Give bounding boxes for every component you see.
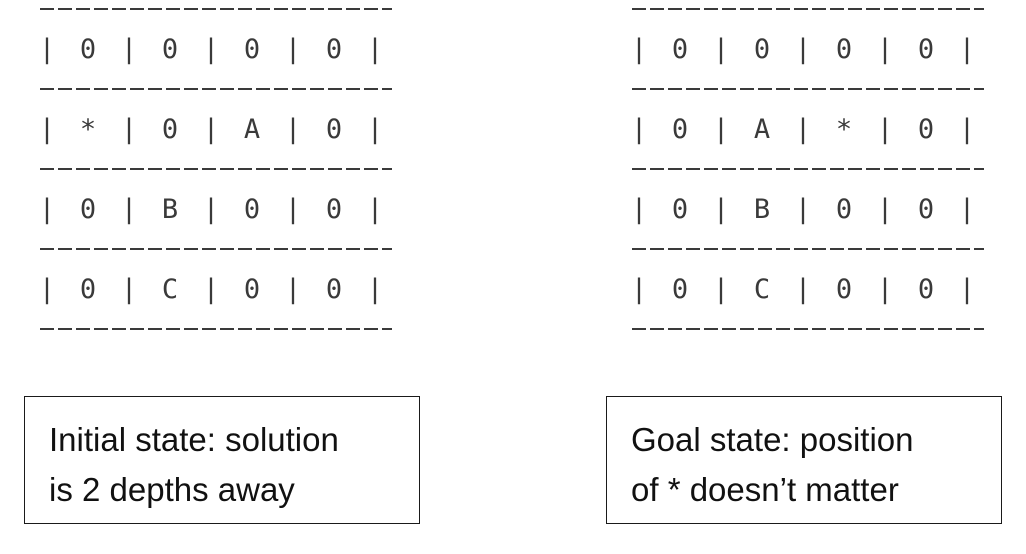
grid-cell: 0 bbox=[243, 33, 261, 65]
grid-row: | 0 | 0 | 0 | 0 | bbox=[36, 10, 396, 88]
grid-cell: 0 bbox=[79, 33, 97, 65]
grid-row: | 0 | B | 0 | 0 | bbox=[36, 170, 396, 248]
grid-cell: 0 bbox=[917, 193, 935, 225]
grid-cell: 0 bbox=[325, 33, 343, 65]
goal-state-caption-line-2: of * doesn’t matter bbox=[631, 471, 899, 508]
grid-row: | 0 | B | 0 | 0 | bbox=[628, 170, 988, 248]
initial-state-caption-line-1: Initial state: solution bbox=[49, 421, 339, 458]
grid-divider-line bbox=[40, 328, 392, 330]
initial-state-caption-line-2: is 2 depths away bbox=[49, 471, 295, 508]
grid-cell: 0 bbox=[161, 113, 179, 145]
cell-separator: | bbox=[794, 273, 812, 305]
grid-cell: C bbox=[161, 273, 179, 305]
grid-cell: 0 bbox=[243, 273, 261, 305]
cell-separator: | bbox=[712, 113, 730, 145]
cell-separator: | bbox=[876, 193, 894, 225]
grid-cell: 0 bbox=[753, 33, 771, 65]
cell-separator: | bbox=[958, 113, 976, 145]
cell-separator: | bbox=[38, 193, 56, 225]
cell-separator: | bbox=[712, 273, 730, 305]
cell-separator: | bbox=[284, 113, 302, 145]
cell-separator: | bbox=[366, 33, 384, 65]
cell-separator: | bbox=[876, 113, 894, 145]
cell-separator: | bbox=[202, 193, 220, 225]
grid-divider-line bbox=[632, 328, 984, 330]
goal-state-caption-line-1: Goal state: position bbox=[631, 421, 914, 458]
goal-state-grid: | 0 | 0 | 0 | 0 | | 0 | A | * | 0 | | 0 | B | 0 | 0 | | 0 | C | 0 | 0 | bbox=[628, 8, 988, 330]
cell-separator: | bbox=[630, 33, 648, 65]
grid-cell: * bbox=[835, 113, 853, 145]
grid-cell: 0 bbox=[325, 273, 343, 305]
grid-cell: A bbox=[243, 113, 261, 145]
cell-separator: | bbox=[120, 113, 138, 145]
cell-separator: | bbox=[120, 273, 138, 305]
grid-cell: 0 bbox=[835, 33, 853, 65]
cell-separator: | bbox=[794, 33, 812, 65]
cell-separator: | bbox=[366, 273, 384, 305]
cell-separator: | bbox=[38, 33, 56, 65]
cell-separator: | bbox=[284, 273, 302, 305]
cell-separator: | bbox=[120, 33, 138, 65]
grid-divider-line bbox=[632, 168, 984, 170]
grid-cell: 0 bbox=[917, 273, 935, 305]
grid-cell: 0 bbox=[671, 113, 689, 145]
cell-separator: | bbox=[284, 33, 302, 65]
goal-state-caption-box: Goal state: position of * doesn’t matter bbox=[606, 396, 1002, 524]
grid-row: | 0 | A | * | 0 | bbox=[628, 90, 988, 168]
grid-cell: C bbox=[753, 273, 771, 305]
cell-separator: | bbox=[958, 33, 976, 65]
cell-separator: | bbox=[958, 193, 976, 225]
initial-state-grid: | 0 | 0 | 0 | 0 | | * | 0 | A | 0 | | 0 | B | 0 | 0 | | 0 | C | 0 | 0 | bbox=[36, 8, 396, 330]
grid-row: | 0 | C | 0 | 0 | bbox=[36, 250, 396, 328]
grid-cell: 0 bbox=[325, 193, 343, 225]
cell-separator: | bbox=[958, 273, 976, 305]
grid-row: | * | 0 | A | 0 | bbox=[36, 90, 396, 168]
cell-separator: | bbox=[202, 33, 220, 65]
grid-divider-line bbox=[632, 248, 984, 250]
grid-divider-line bbox=[40, 88, 392, 90]
cell-separator: | bbox=[876, 273, 894, 305]
grid-cell: A bbox=[753, 113, 771, 145]
grid-divider-line bbox=[632, 8, 984, 10]
grid-cell: 0 bbox=[835, 193, 853, 225]
cell-separator: | bbox=[794, 193, 812, 225]
grid-cell: 0 bbox=[671, 33, 689, 65]
grid-cell: 0 bbox=[671, 273, 689, 305]
grid-cell: B bbox=[753, 193, 771, 225]
grid-cell: B bbox=[161, 193, 179, 225]
grid-divider-line bbox=[40, 8, 392, 10]
cell-separator: | bbox=[284, 193, 302, 225]
grid-cell: 0 bbox=[325, 113, 343, 145]
cell-separator: | bbox=[38, 273, 56, 305]
cell-separator: | bbox=[366, 193, 384, 225]
grid-cell: 0 bbox=[835, 273, 853, 305]
grid-cell: 0 bbox=[243, 193, 261, 225]
grid-divider-line bbox=[632, 88, 984, 90]
grid-divider-line bbox=[40, 168, 392, 170]
grid-cell: 0 bbox=[917, 113, 935, 145]
cell-separator: | bbox=[202, 113, 220, 145]
grid-cell: * bbox=[79, 113, 97, 145]
cell-separator: | bbox=[630, 273, 648, 305]
cell-separator: | bbox=[630, 193, 648, 225]
grid-row: | 0 | C | 0 | 0 | bbox=[628, 250, 988, 328]
grid-cell: 0 bbox=[79, 273, 97, 305]
cell-separator: | bbox=[712, 33, 730, 65]
cell-separator: | bbox=[202, 273, 220, 305]
cell-separator: | bbox=[876, 33, 894, 65]
grid-cell: 0 bbox=[671, 193, 689, 225]
cell-separator: | bbox=[794, 113, 812, 145]
initial-state-caption-box: Initial state: solution is 2 depths away bbox=[24, 396, 420, 524]
cell-separator: | bbox=[366, 113, 384, 145]
cell-separator: | bbox=[630, 113, 648, 145]
grid-cell: 0 bbox=[161, 33, 179, 65]
cell-separator: | bbox=[38, 113, 56, 145]
grid-cell: 0 bbox=[917, 33, 935, 65]
cell-separator: | bbox=[712, 193, 730, 225]
cell-separator: | bbox=[120, 193, 138, 225]
grid-row: | 0 | 0 | 0 | 0 | bbox=[628, 10, 988, 88]
grid-cell: 0 bbox=[79, 193, 97, 225]
grid-divider-line bbox=[40, 248, 392, 250]
